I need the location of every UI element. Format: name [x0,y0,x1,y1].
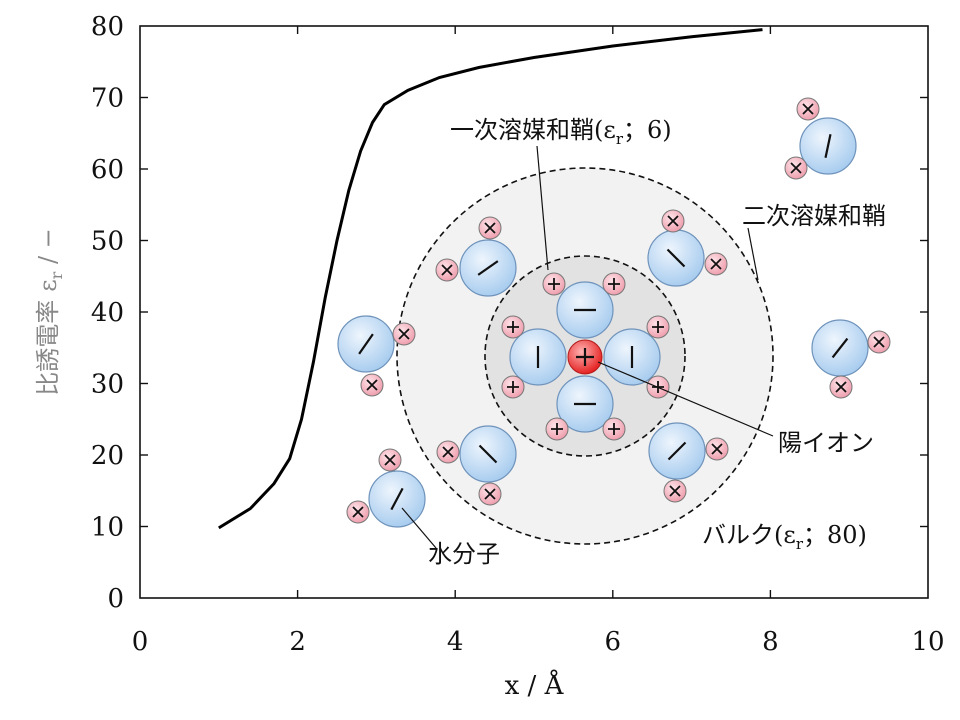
cation [567,339,603,375]
hydrogen-atom [392,322,416,346]
water-oxygen [556,281,614,339]
x-tick-label: 4 [447,627,464,657]
primary-shell-leader [536,145,549,271]
y-tick-label: 60 [91,155,124,185]
y-tick-label: 0 [107,584,124,614]
water-oxygen [647,229,705,287]
hydrogen-atom [501,375,525,399]
water-oxygen [648,422,706,480]
y-tick-label: 10 [91,513,124,543]
water-oxygen [459,239,517,297]
hydrogen-atom [829,375,853,399]
hydrogen-atom [602,417,626,441]
secondary-shell-leader [747,227,759,281]
cation-label: 陽イオン [778,429,874,457]
hydrogen-atom [542,272,566,296]
x-axis-label: x / Å [505,669,565,701]
hydrogen-atom [602,272,626,296]
water-oxygen [799,117,857,175]
cation-leader [597,361,774,437]
dielectric-curve [218,28,763,530]
hydrogen-atom [796,97,820,121]
water-oxygen [337,315,395,373]
hydrogen-atom [346,500,370,524]
water-oxygen [556,375,614,433]
water-oxygen [459,425,517,483]
y-tick-label: 50 [91,227,124,257]
hydrogen-atom [378,448,402,472]
water-molecule-label: 水分子 [428,540,500,568]
water-leader [401,507,437,549]
secondary-shell-label: 二次溶媒和鞘 [742,202,886,230]
hydrogen-atom [663,479,687,503]
y-tick-label: 40 [91,298,124,328]
y-tick-label: 80 [91,12,124,42]
water-oxygen [811,319,869,377]
y-tick-label: 70 [91,84,124,114]
water-oxygen [368,470,426,528]
hydrogen-atom [435,258,459,282]
hydrogen-atom [501,315,525,339]
hydrogen-atom [478,216,502,240]
y-tick-label: 20 [91,441,124,471]
hydrogen-atom [545,417,569,441]
x-tick-label: 2 [289,627,306,657]
hydrogen-atom [360,373,384,397]
y-axis-label: 比誘電率εr / − [34,228,66,396]
molecules-layer [337,97,891,528]
leader-lines [401,145,774,549]
y-tick-label: 30 [91,370,124,400]
x-tick-label: 6 [605,627,622,657]
hydrogen-atom [646,315,670,339]
hydrogen-atom [478,482,502,506]
x-tick-label: 0 [132,627,149,657]
x-tick-label: 8 [762,627,779,657]
hydrogen-atom [704,252,728,276]
x-axis-ticks: 0 2 4 6 8 10 [132,26,945,657]
hydrogen-atom [436,440,460,464]
hydrogen-atom [661,209,685,233]
hydrogen-atom [867,330,891,354]
x-tick-label: 10 [911,627,944,657]
primary-shell-label: 一次溶媒和鞘(εr；6) [450,116,672,148]
hydrogen-atom [784,156,808,180]
bulk-label: バルク(εr；80) [702,521,867,553]
water-oxygen [509,328,567,386]
hydrogen-atom [705,437,729,461]
y-axis-ticks: 0 10 20 30 40 50 60 70 80 [91,12,928,614]
